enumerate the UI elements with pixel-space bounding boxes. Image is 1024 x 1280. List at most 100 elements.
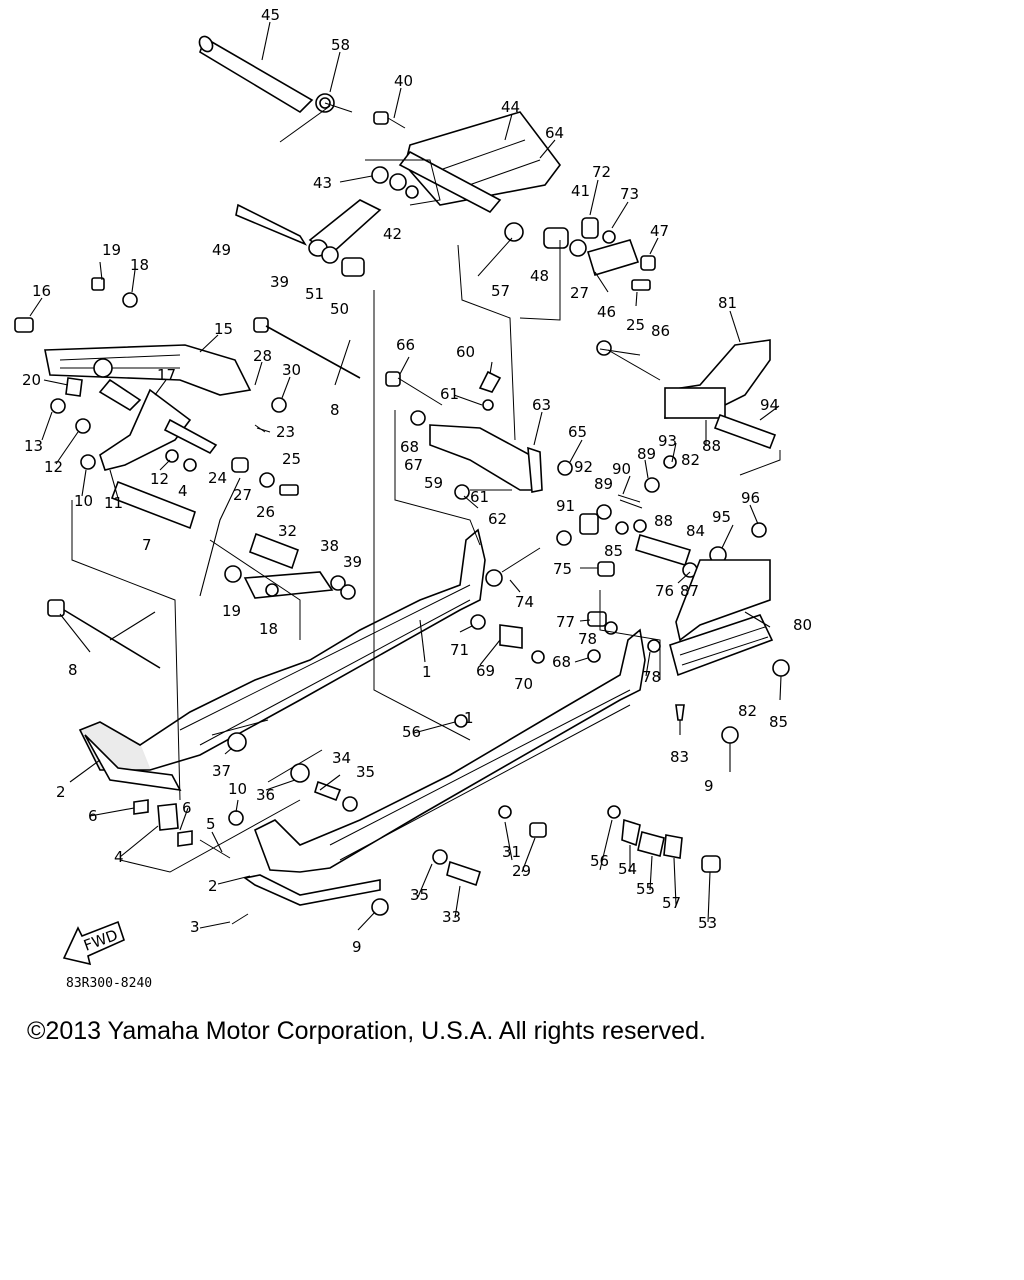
callout-88-upper: 88 bbox=[702, 437, 721, 455]
callout-11: 11 bbox=[104, 494, 123, 512]
callout-12-left: 12 bbox=[44, 458, 63, 476]
callout-1-lower: 1 bbox=[464, 709, 474, 727]
callout-42: 41 bbox=[571, 182, 590, 200]
callout-95: 95 bbox=[712, 508, 731, 526]
callout-18: 18 bbox=[259, 620, 278, 638]
callout-77: 76 bbox=[655, 582, 674, 600]
callout-16: 16 bbox=[32, 282, 51, 300]
callout-90: 90 bbox=[612, 460, 631, 478]
callout-34: 34 bbox=[332, 749, 351, 767]
callout-70: 69 bbox=[476, 662, 495, 680]
callout-12-mid: 12 bbox=[150, 470, 169, 488]
callout-7: 7 bbox=[142, 536, 152, 554]
callout-48: 47 bbox=[650, 222, 669, 240]
callout-52: 51 bbox=[305, 285, 324, 303]
callout-32: 32 bbox=[278, 522, 297, 540]
callout-25: 25 bbox=[626, 316, 645, 334]
callout-50: 49 bbox=[212, 241, 231, 259]
callout-22: 19 bbox=[102, 241, 121, 259]
callout-82-upper: 82 bbox=[681, 451, 700, 469]
callout-86: 86 bbox=[651, 322, 670, 340]
callout-46: 45 bbox=[261, 6, 280, 24]
callout-29: 29 bbox=[512, 862, 531, 880]
callout-8-upper: 8 bbox=[330, 401, 340, 419]
callout-36: 36 bbox=[256, 786, 275, 804]
callout-39: 39 bbox=[343, 553, 362, 571]
callout-27: 27 bbox=[570, 284, 589, 302]
callout-61: 60 bbox=[456, 343, 475, 361]
callout-10-lower: 10 bbox=[228, 780, 247, 798]
callout-79-right: 78 bbox=[642, 668, 661, 686]
callout-26: 26 bbox=[256, 503, 275, 521]
callout-28: 28 bbox=[253, 347, 272, 365]
callout-84: 84 bbox=[686, 522, 705, 540]
callout-38: 38 bbox=[320, 537, 339, 555]
callout-91: 91 bbox=[556, 497, 575, 515]
callout-1-upper: 1 bbox=[422, 663, 432, 681]
callout-35-lower: 35 bbox=[410, 886, 429, 904]
callout-85-mid: 85 bbox=[604, 542, 623, 560]
callout-19: 19 bbox=[222, 602, 241, 620]
callout-55: 55 bbox=[636, 880, 655, 898]
callout-31: 31 bbox=[502, 843, 521, 861]
callout-85-lower: 85 bbox=[769, 713, 788, 731]
callout-40: 39 bbox=[270, 273, 289, 291]
callout-47: 46 bbox=[597, 303, 616, 321]
callout-56-lower: 56 bbox=[590, 852, 609, 870]
callout-69-upper: 68 bbox=[400, 438, 419, 456]
callout-73: 72 bbox=[592, 163, 611, 181]
callout-92: 92 bbox=[574, 458, 593, 476]
callout-3: 3 bbox=[190, 918, 200, 936]
callout-80: 80 bbox=[793, 616, 812, 634]
exploded-parts-diagram: FWD 45 58 40 44 64 43 42 41 72 73 47 49 … bbox=[14, 6, 812, 966]
callout-60: 59 bbox=[424, 474, 443, 492]
callout-68: 67 bbox=[404, 456, 423, 474]
callout-93: 93 bbox=[658, 432, 677, 450]
callout-67: 66 bbox=[396, 336, 415, 354]
callout-54: 54 bbox=[618, 860, 637, 878]
callout-89-left: 89 bbox=[594, 475, 613, 493]
callout-41: 40 bbox=[394, 72, 413, 90]
callout-4-lower: 4 bbox=[114, 848, 124, 866]
callout-71: 70 bbox=[514, 675, 533, 693]
callout-21: 18 bbox=[130, 256, 149, 274]
callout-62-lower: 61 bbox=[470, 488, 489, 506]
parts-artwork bbox=[14, 35, 790, 925]
callout-88-mid: 88 bbox=[654, 512, 673, 530]
callout-15: 15 bbox=[214, 320, 233, 338]
callout-65: 64 bbox=[545, 124, 564, 142]
callout-33: 33 bbox=[442, 908, 461, 926]
copyright-notice: ©2013 Yamaha Motor Corporation, U.S.A. A… bbox=[27, 1017, 706, 1045]
callout-49: 48 bbox=[530, 267, 549, 285]
callout-23: 23 bbox=[276, 423, 295, 441]
part-number-callouts: 45 58 40 44 64 43 42 41 72 73 47 49 39 5… bbox=[22, 6, 812, 956]
callout-8-lower: 8 bbox=[68, 661, 78, 679]
callout-24: 24 bbox=[208, 469, 227, 487]
callout-20: 20 bbox=[22, 371, 41, 389]
callout-83: 83 bbox=[670, 748, 689, 766]
callout-72: 71 bbox=[450, 641, 469, 659]
callout-56-upper: 56 bbox=[402, 723, 421, 741]
callout-13: 13 bbox=[24, 437, 43, 455]
callout-62-upper: 61 bbox=[440, 385, 459, 403]
callout-37: 37 bbox=[212, 762, 231, 780]
callout-6-left: 6 bbox=[88, 807, 98, 825]
callout-82-lower: 82 bbox=[738, 702, 757, 720]
callout-2-lower: 2 bbox=[208, 877, 218, 895]
callout-53: 53 bbox=[698, 914, 717, 932]
callout-94: 94 bbox=[760, 396, 779, 414]
diagram-code: 83R300-8240 bbox=[66, 976, 153, 991]
callout-69-lower: 68 bbox=[552, 653, 571, 671]
callout-76: 75 bbox=[553, 560, 572, 578]
callout-81: 81 bbox=[718, 294, 737, 312]
callout-58: 57 bbox=[491, 282, 510, 300]
callout-51: 50 bbox=[330, 300, 349, 318]
callout-44: 43 bbox=[313, 174, 332, 192]
callout-9-lower: 9 bbox=[352, 938, 362, 956]
callout-2-upper: 2 bbox=[56, 783, 66, 801]
callout-63: 62 bbox=[488, 510, 507, 528]
callout-78: 77 bbox=[556, 613, 575, 631]
callout-4-upper: 4 bbox=[178, 482, 188, 500]
callout-35-upper: 35 bbox=[356, 763, 375, 781]
callout-59: 58 bbox=[331, 36, 350, 54]
